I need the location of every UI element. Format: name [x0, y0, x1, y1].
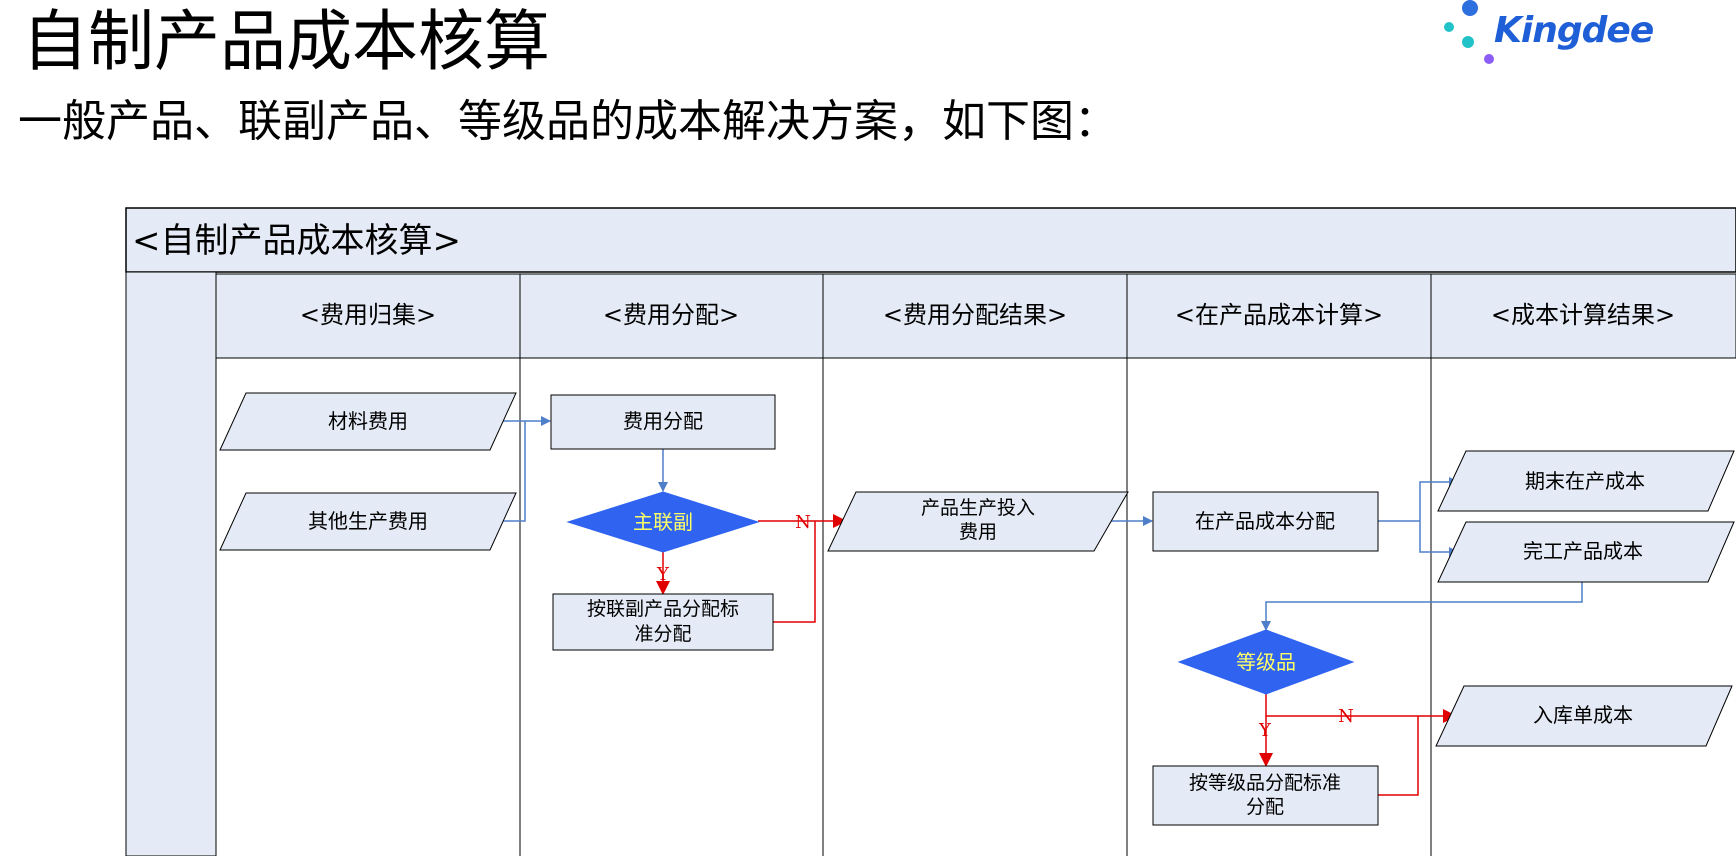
node-cost-allocation-label: 费用分配: [623, 409, 703, 433]
label-no-1: N: [795, 512, 811, 533]
node-product-input-line2: 费用: [959, 521, 997, 543]
label-no-2: N: [1338, 706, 1354, 727]
node-period-end-wip: [1437, 450, 1735, 512]
connector-joint-to-input: [773, 521, 816, 623]
node-grade-decision: [1177, 629, 1355, 695]
logo-dot-teal-icon: [1444, 22, 1454, 32]
logo-dot-purple-icon: [1484, 54, 1494, 64]
node-grade-label: 等级品: [1236, 650, 1296, 674]
node-finished-cost: [1437, 521, 1735, 583]
node-wip-allocation: [1152, 491, 1379, 552]
node-grade-allocation-line1: 按等级品分配标准: [1189, 772, 1341, 794]
node-other-cost-label: 其他生产费用: [308, 509, 428, 533]
label-yes-2: Y: [1258, 720, 1272, 741]
node-cost-allocation: [550, 394, 776, 450]
lane-header-band: [215, 273, 1736, 359]
node-joint-allocation-line1: 按联副产品分配标: [587, 598, 739, 620]
connector-wip-to-finished: [1419, 521, 1459, 557]
node-grade-allocation: [1152, 765, 1379, 826]
node-joint-allocation-line2: 准分配: [634, 623, 691, 645]
label-yes-1: Y: [656, 564, 670, 585]
diagram-title: <自制产品成本核算>: [132, 221, 461, 261]
connector-grade-no: [1265, 694, 1457, 723]
node-product-input-line1: 产品生产投入: [921, 497, 1035, 519]
page-title: 自制产品成本核算: [22, 3, 550, 80]
logo-dot-blue-icon: [1462, 0, 1478, 16]
node-material-cost-label: 材料费用: [328, 409, 408, 433]
node-other-cost: [219, 492, 517, 551]
node-main-joint-by-decision: [566, 491, 760, 553]
diagram-title-band: [125, 207, 1736, 273]
kingdee-logo: Kingdee: [1440, 0, 1670, 72]
node-wip-allocation-label: 在产品成本分配: [1195, 509, 1335, 533]
logo-text: Kingdee: [1494, 10, 1654, 51]
node-main-joint-by-label: 主联副: [633, 510, 693, 534]
node-product-input-cost: [827, 491, 1129, 552]
node-receipt-cost-label: 入库单成本: [1533, 703, 1633, 727]
node-material-cost: [219, 392, 517, 451]
connector-finished-to-grade: [1261, 582, 1583, 631]
connector-grade-alloc-to-receipt: [1378, 716, 1419, 796]
node-joint-allocation: [552, 593, 774, 651]
pool-column: [125, 271, 217, 856]
lane-title-wip-calculation: <在产品成本计算>: [1175, 301, 1383, 329]
node-grade-allocation-line2: 分配: [1246, 796, 1284, 818]
logo-dot-cyan-icon: [1462, 36, 1474, 48]
lane-title-cost-collection: <费用归集>: [300, 301, 436, 329]
connector-other-to-allocation: [500, 421, 526, 522]
page-subtitle: 一般产品、联副产品、等级品的成本解决方案，如下图：: [18, 96, 1118, 147]
lane-title-cost-result: <成本计算结果>: [1491, 301, 1675, 329]
connector-wip-to-period-end: [1419, 477, 1459, 521]
lane-title-cost-allocation: <费用分配>: [603, 301, 739, 329]
lane-title-allocation-result: <费用分配结果>: [883, 301, 1067, 329]
node-period-end-wip-label: 期末在产成本: [1525, 469, 1645, 493]
node-finished-cost-label: 完工产品成本: [1523, 539, 1643, 563]
node-receipt-cost: [1435, 685, 1733, 747]
